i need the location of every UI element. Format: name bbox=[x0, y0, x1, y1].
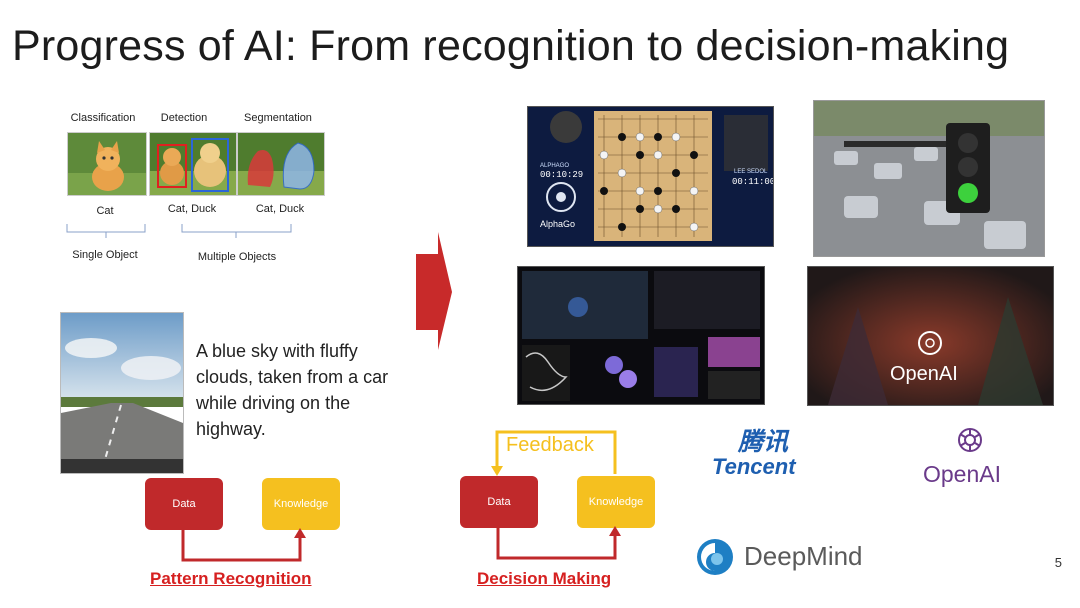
caption-text: A blue sky with fluffy clouds, taken fro… bbox=[196, 341, 389, 439]
dota-openai-image: OpenAI bbox=[807, 266, 1054, 406]
classification-header: Classification bbox=[70, 112, 136, 124]
knowledge-box-recognition: Knowledge bbox=[262, 478, 340, 530]
deepmind-logo: DeepMind bbox=[696, 538, 886, 578]
cv-tasks-panel: Classification Detection Segmentation bbox=[55, 110, 335, 270]
segmentation-image bbox=[237, 132, 325, 196]
lee-sedol-timer: 00:11:00 bbox=[732, 177, 774, 187]
tencent-chinese-text: 腾讯 bbox=[738, 428, 789, 456]
deepmind-icon bbox=[697, 539, 733, 575]
classification-image bbox=[67, 132, 147, 196]
transition-arrow-icon bbox=[416, 232, 452, 350]
segmentation-result: Cat, Duck bbox=[255, 203, 305, 215]
slide-title: Progress of AI: From recognition to deci… bbox=[12, 22, 1010, 70]
openai-wordmark: OpenAI bbox=[923, 461, 1001, 487]
single-object-label: Single Object bbox=[72, 249, 138, 261]
highway-photo bbox=[60, 312, 184, 474]
recognition-arrow bbox=[181, 528, 306, 562]
lee-sedol-name: LEE SEDOL bbox=[734, 169, 768, 175]
slide-number: 5 bbox=[1054, 555, 1062, 570]
data-box-recognition: Data bbox=[145, 478, 223, 530]
dota-openai-overlay: OpenAI bbox=[890, 363, 958, 385]
pattern-recognition-label: Pattern Recognition bbox=[150, 569, 312, 588]
detection-header: Detection bbox=[160, 112, 208, 124]
traffic-photo bbox=[813, 100, 1045, 257]
starcraft-screenshot bbox=[517, 266, 765, 405]
deepmind-wordmark: DeepMind bbox=[744, 541, 863, 571]
openai-logo: OpenAI bbox=[920, 424, 1030, 488]
tencent-logo: 腾讯 Tencent bbox=[712, 422, 822, 482]
decision-making-label: Decision Making bbox=[477, 569, 612, 588]
tencent-english-text: Tencent bbox=[712, 454, 796, 479]
alphago-logo-text: AlphaGo bbox=[540, 219, 576, 229]
alphago-screenshot: ALPHAGO 00:10:29 LEE SEDOL 00:11:00 Alph… bbox=[527, 106, 774, 247]
multiple-objects-label: Multiple Objects bbox=[197, 251, 277, 263]
alphago-player-name: ALPHAGO bbox=[540, 163, 570, 169]
grouping-brackets bbox=[66, 224, 292, 238]
decision-arrow bbox=[496, 526, 621, 560]
data-box-decision: Data bbox=[460, 476, 538, 528]
alphago-timer: 00:10:29 bbox=[540, 170, 584, 180]
caption-example: A blue sky with fluffy clouds, taken fro… bbox=[60, 310, 400, 475]
openai-icon bbox=[958, 428, 982, 452]
detection-result: Cat, Duck bbox=[167, 203, 217, 215]
classification-result: Cat bbox=[96, 205, 114, 217]
detection-image bbox=[149, 132, 237, 196]
knowledge-box-decision: Knowledge bbox=[577, 476, 655, 528]
segmentation-header: Segmentation bbox=[244, 112, 312, 124]
feedback-loop-arrow bbox=[491, 430, 617, 476]
feedback-label: Feedback bbox=[506, 434, 594, 456]
